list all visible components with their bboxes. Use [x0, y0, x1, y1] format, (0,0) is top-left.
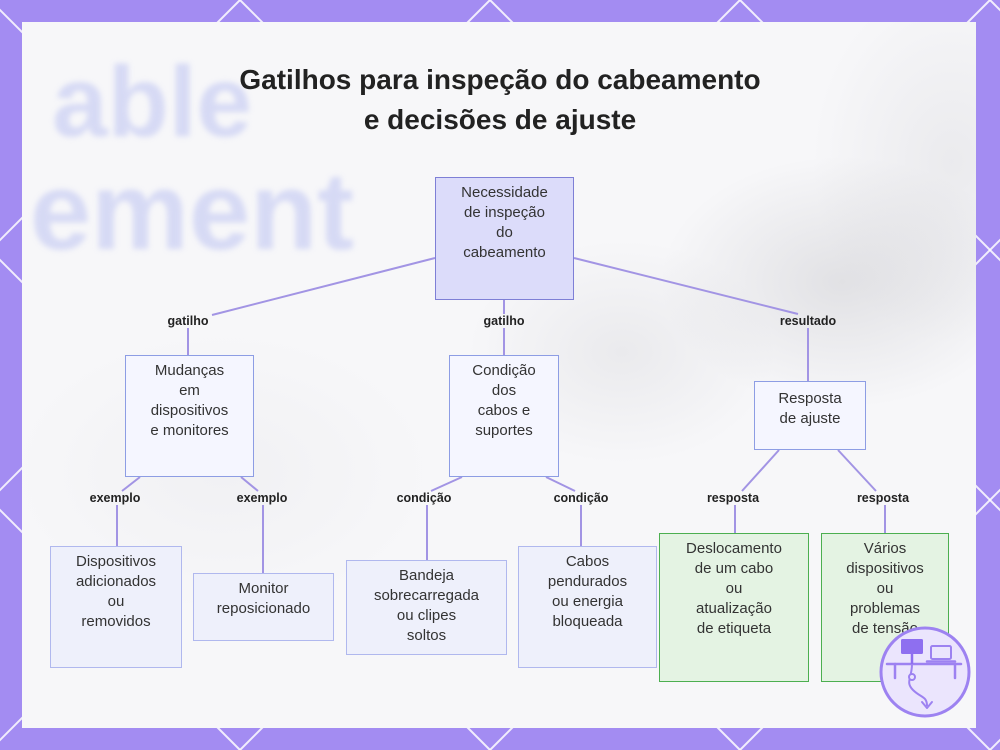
- node-line: problemas: [849, 600, 921, 617]
- node-line: dispositivos: [150, 402, 229, 419]
- node-line: ou: [107, 593, 125, 610]
- page-title: Gatilhos para inspeção do cabeamento e d…: [0, 60, 1000, 140]
- node-line: Vários: [863, 540, 907, 557]
- node-line: atualização: [696, 600, 772, 617]
- node-necessidade-de-inspecao: Necessidade de inspeção do cabeamento: [435, 177, 574, 300]
- node-line: Resposta: [778, 390, 842, 407]
- node-line: de um cabo: [694, 560, 774, 577]
- node-line: adicionados: [75, 573, 157, 590]
- node-line: suportes: [475, 422, 533, 439]
- node-line: Dispositivos: [75, 553, 157, 570]
- edge-condicao-to-cabos-upper: [545, 476, 576, 492]
- edge-resposta-to-deslocamento-upper: [741, 449, 780, 492]
- node-line: Bandeja: [398, 567, 455, 584]
- node-line: Monitor: [238, 580, 289, 597]
- node-condicao-dos-cabos: Condição dos cabos e suportes: [449, 355, 559, 477]
- node-line: Deslocamento: [686, 540, 782, 557]
- node-line: cabos e: [477, 402, 531, 419]
- node-line: Mudanças: [154, 362, 225, 379]
- node-line: dispositivos: [846, 560, 924, 577]
- background-word-2: ement: [30, 150, 354, 273]
- node-line: Cabos: [565, 553, 610, 570]
- page-title-line-2: e decisões de ajuste: [363, 104, 637, 135]
- node-line: ou energia: [552, 593, 623, 610]
- edge-label-root-resposta: resultado: [779, 314, 837, 328]
- edge-label-resposta-deslocamento: resposta: [706, 491, 760, 505]
- edge-label-resposta-varios: resposta: [856, 491, 910, 505]
- node-resposta-de-ajuste: Resposta de ajuste: [754, 381, 866, 450]
- node-line: ou: [876, 580, 894, 597]
- workstation-network-icon: [879, 626, 971, 718]
- edge-label-condicao-cabos: condição: [553, 491, 609, 505]
- background-word-1: able: [52, 46, 253, 158]
- edge-root-to-resposta-upper: [573, 257, 799, 315]
- edge-condicao-to-bandeja-upper: [430, 476, 463, 492]
- node-line: soltos: [406, 627, 447, 644]
- node-line: reposicionado: [216, 600, 311, 617]
- edge-label-root-condicao: gatilho: [483, 314, 525, 328]
- node-line: e monitores: [150, 422, 229, 439]
- edge-label-condicao-bandeja: condição: [396, 491, 452, 505]
- node-mudancas-em-dispositivos: Mudanças em dispositivos e monitores: [125, 355, 254, 477]
- node-line: cabeamento: [463, 244, 546, 261]
- node-dispositivos-adicionados: Dispositivos adicionados ou removidos: [50, 546, 182, 668]
- node-line: de inspeção: [464, 204, 545, 221]
- edge-label-root-mudancas: gatilho: [167, 314, 209, 328]
- node-cabos-pendurados: Cabos pendurados ou energia bloqueada: [518, 546, 657, 668]
- edge-label-mudancas-dispositivos: exemplo: [89, 491, 141, 505]
- edge-mudancas-to-monitor-upper: [240, 476, 259, 492]
- node-line: sobrecarregada: [373, 587, 480, 604]
- edge-label-mudancas-monitor: exemplo: [236, 491, 288, 505]
- node-line: Condição: [472, 362, 536, 379]
- node-line: removidos: [81, 613, 151, 630]
- node-line: pendurados: [547, 573, 628, 590]
- edge-resposta-to-varios-upper: [837, 449, 877, 492]
- node-monitor-reposicionado: Monitor reposicionado: [193, 573, 334, 641]
- node-line: bloqueada: [552, 613, 623, 630]
- node-line: de ajuste: [779, 410, 841, 427]
- node-line: dos: [491, 382, 517, 399]
- node-line: ou: [725, 580, 743, 597]
- node-line: Necessidade: [461, 184, 548, 201]
- node-bandeja-sobrecarregada: Bandeja sobrecarregada ou clipes soltos: [346, 560, 507, 655]
- edge-mudancas-to-dispositivos-upper: [121, 476, 141, 492]
- edge-root-to-mudancas-upper: [211, 257, 436, 316]
- node-deslocamento-de-um-cabo: Deslocamento de um cabo ou atualização d…: [659, 533, 809, 682]
- node-line: de etiqueta: [696, 620, 772, 637]
- node-line: de tensão: [852, 620, 918, 637]
- node-line: do: [496, 224, 513, 241]
- node-line: em: [179, 382, 200, 399]
- node-line: ou clipes: [396, 607, 457, 624]
- page-title-line-1: Gatilhos para inspeção do cabeamento: [239, 64, 761, 95]
